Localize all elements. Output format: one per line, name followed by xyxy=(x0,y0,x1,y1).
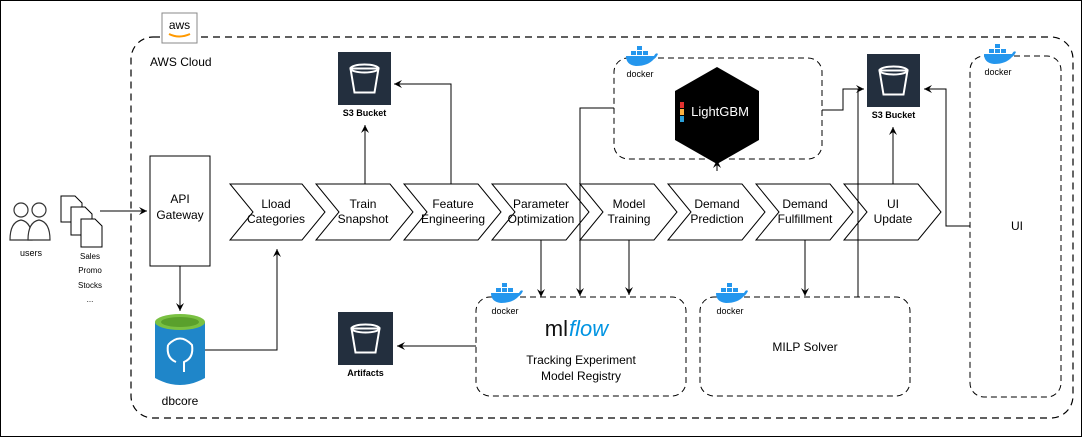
s3-bucket-artifacts-icon xyxy=(338,312,393,365)
pipeline-step-label: Snapshot xyxy=(338,212,389,226)
s3-bucket-artifacts-label: Artifacts xyxy=(347,368,384,378)
docker-label: docker xyxy=(491,306,518,316)
users-icon xyxy=(9,202,51,241)
pipeline-step-demand-fulfillment: Demand Fulfillment xyxy=(754,183,854,241)
s3-bucket-output-label: S3 Bucket xyxy=(872,110,916,120)
data-file-label: Promo xyxy=(78,266,102,275)
pipeline-step-label: UI xyxy=(887,197,899,211)
pipeline-step-label: Prediction xyxy=(690,212,743,226)
milp-container xyxy=(699,296,911,397)
mlflow-logo-ml: ml xyxy=(545,316,568,341)
ui-label: UI xyxy=(1011,219,1023,233)
s3-bucket-snapshot-label: S3 Bucket xyxy=(343,108,387,118)
data-file-label: ... xyxy=(87,295,94,304)
mlflow-logo: ml flow xyxy=(545,316,610,341)
pipeline-step-label: Feature xyxy=(432,197,474,211)
pipeline-step-feature-engineering: Feature Engineering xyxy=(402,183,502,241)
lightgbm-to-bucket-arrow xyxy=(822,85,864,111)
data-file-label: Stocks xyxy=(78,281,102,290)
mlflow-logo-flow: flow xyxy=(569,316,610,341)
aws-cloud-label: AWS Cloud xyxy=(150,55,212,69)
aws-cloud-boundary xyxy=(130,36,1074,419)
data-file-label: Sales xyxy=(80,252,100,261)
docker-icon: docker xyxy=(984,44,1016,77)
docker-icon: docker xyxy=(491,283,523,316)
pipeline-step-label: Train xyxy=(350,197,377,211)
pipeline-step-label: Update xyxy=(874,212,913,226)
lightgbm-label: LightGBM xyxy=(691,104,749,119)
pipeline-step-label: Fulfillment xyxy=(778,212,833,226)
users-label: users xyxy=(20,248,43,258)
pipeline-step-label: Demand xyxy=(694,197,739,211)
aws-logo-icon: aws xyxy=(161,12,198,44)
pipeline-step-label: Training xyxy=(608,212,651,226)
docker-label: docker xyxy=(626,69,653,79)
feature-to-bucket-arrow xyxy=(394,80,452,184)
s3-bucket-snapshot-icon xyxy=(338,52,391,105)
aws-logo-text: aws xyxy=(169,18,190,32)
pipeline-step-label: Model xyxy=(613,197,646,211)
db-to-load-arrow xyxy=(205,249,281,351)
pipeline-step-label: Demand xyxy=(782,197,827,211)
ui-to-bucket-arrow xyxy=(924,85,970,227)
mlflow-label: Model Registry xyxy=(541,369,621,383)
database-icon xyxy=(155,314,205,385)
pipeline-step-demand-prediction: Demand Prediction xyxy=(666,183,766,241)
database-label: dbcore xyxy=(162,394,199,408)
pipeline-step-parameter-optimization: Parameter Optimization xyxy=(490,183,590,241)
pipeline-step-label: Optimization xyxy=(508,212,575,226)
pipeline-step-label: Lload xyxy=(261,197,290,211)
docker-icon: docker xyxy=(626,46,658,79)
docker-label: docker xyxy=(716,306,743,316)
data-files-icon xyxy=(60,195,103,248)
pipeline-step-train-snapshot: Train Snapshot xyxy=(314,183,414,241)
docker-icon: docker xyxy=(716,283,748,316)
mlflow-container xyxy=(475,296,687,397)
mlflow-label: Tracking Experiment xyxy=(526,353,636,367)
lightgbm-to-mlflow-arrow xyxy=(576,107,614,296)
pipeline-step-label: Parameter xyxy=(513,197,569,211)
pipeline-step-load: Lload Categories xyxy=(228,183,326,241)
pipeline-step-ui-update: UI Update xyxy=(842,183,942,241)
api-gateway-box xyxy=(149,155,211,267)
s3-bucket-output-icon xyxy=(867,54,920,107)
milp-label: MILP Solver xyxy=(772,340,837,354)
api-gateway-label: API xyxy=(170,192,189,206)
pipeline-step-label: Categories xyxy=(247,212,305,226)
docker-label: docker xyxy=(984,67,1011,77)
pipeline-step-label: Engineering xyxy=(421,212,485,226)
lightgbm-logo: LightGBM xyxy=(675,67,759,164)
pipeline-step-model-training: Model Training xyxy=(578,183,678,241)
api-gateway-label: Gateway xyxy=(156,208,203,222)
